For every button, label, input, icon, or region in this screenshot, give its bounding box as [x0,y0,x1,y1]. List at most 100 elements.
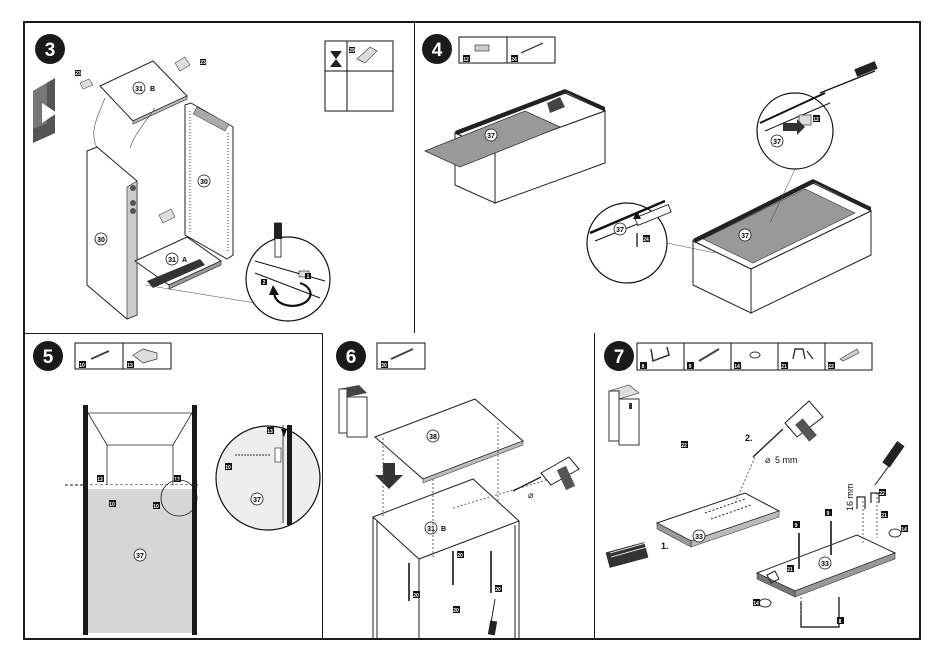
top-panel-38 [375,399,523,479]
svg-text:37: 37 [773,139,781,146]
svg-text:37: 37 [136,553,144,560]
svg-text:20: 20 [381,363,387,369]
cabinet-carcass: 31 B [373,479,519,638]
assembly-time-box: 29 [325,41,393,111]
svg-text:10: 10 [109,502,115,508]
drawer-box-right: 37 [693,179,871,313]
screwdriver-icon [875,441,905,485]
dowel-icon [80,79,93,89]
svg-text:37: 37 [253,497,261,504]
cabinet-front-view: 13 13 10 10 37 [65,405,200,635]
svg-text:⌀: ⌀ [765,455,771,465]
step-4-panel: 4 12 24 37 [415,23,919,333]
svg-text:38: 38 [429,434,437,441]
sanding-block-icon [606,539,649,568]
svg-text:24: 24 [643,237,649,243]
svg-text:23: 23 [75,71,81,77]
svg-text:37: 37 [487,133,495,140]
cabinet-thumbnail-icon [339,385,367,437]
svg-text:8: 8 [642,364,645,370]
svg-text:5 mm: 5 mm [775,455,798,465]
step-4-illustration: 4 12 24 37 [415,23,919,333]
door-panel-33-left: 33 [657,493,779,547]
parts-box: 12 24 [459,37,555,63]
svg-text:37: 37 [741,233,749,240]
step-number: 3 [45,40,56,61]
svg-text:20: 20 [453,608,459,614]
screwdriver-icon [488,599,497,635]
svg-text:9: 9 [827,511,830,517]
cabinet-thumbnail-icon [609,385,639,445]
screwdriver-icon [820,71,875,93]
drill-icon [753,401,823,457]
parts-box: 10 13 [75,343,171,369]
zoom-detail-nail: 37 24 [587,201,671,283]
svg-text:31: 31 [427,526,435,533]
zoom-detail-cam: 12 37 [757,61,878,169]
svg-text:10: 10 [79,363,85,369]
svg-text:33: 33 [821,561,829,568]
svg-text:31: 31 [135,86,143,93]
step-6-panel: 6 20 38 31 B [323,333,595,638]
svg-text:21: 21 [781,364,787,370]
step-number: 7 [614,347,625,368]
svg-text:22: 22 [828,364,834,370]
svg-text:20: 20 [413,593,419,599]
step-3-panel: 3 29 31 B 23 23 [25,23,415,333]
svg-text:14: 14 [901,527,907,533]
svg-text:12: 12 [463,57,469,63]
step-3-illustration: 3 29 31 B 23 23 [25,23,415,333]
svg-text:21: 21 [881,513,887,519]
step-5-illustration: 5 10 13 13 13 10 [25,333,323,638]
svg-text:2.: 2. [745,433,753,443]
drill-icon: ⌀ [513,457,579,500]
svg-text:B: B [150,86,155,93]
svg-text:13: 13 [127,363,133,369]
svg-text:30: 30 [200,179,208,186]
svg-text:37: 37 [616,227,624,234]
svg-text:30: 30 [97,237,105,244]
svg-text:A: A [182,257,187,264]
svg-text:31: 31 [168,257,176,264]
svg-text:10: 10 [153,504,159,510]
svg-text:⌀: ⌀ [528,490,534,500]
svg-text:1.: 1. [661,541,669,551]
svg-text:13: 13 [97,477,103,483]
hinge-detail: 16 mm 22 21 [845,483,888,543]
svg-text:24: 24 [511,57,517,63]
step-number: 5 [43,347,54,368]
step-7-illustration: 7 8 9 14 21 22 [595,333,919,638]
svg-text:9: 9 [689,364,692,370]
svg-text:10: 10 [225,465,231,471]
down-arrow-icon [375,463,403,489]
parts-box: 20 [377,343,425,369]
svg-text:33: 33 [695,534,703,541]
svg-text:13: 13 [267,429,273,435]
svg-text:B: B [441,526,446,533]
door-panel-33-right: 33 [757,535,895,597]
svg-text:8: 8 [839,619,842,625]
svg-text:23: 23 [200,60,206,66]
step-number: 4 [432,40,443,61]
step-6-illustration: 6 20 38 31 B [323,333,595,638]
svg-text:20: 20 [495,587,501,593]
step-number: 6 [346,347,357,368]
parts-box: 8 9 14 21 22 [637,343,872,370]
foot-pad-icon [750,352,760,358]
step-5-panel: 5 10 13 13 13 10 [25,333,323,638]
svg-text:22: 22 [681,443,687,449]
svg-text:20: 20 [457,553,463,559]
svg-text:9: 9 [795,523,798,529]
svg-text:22: 22 [879,491,885,497]
svg-text:14: 14 [734,364,740,370]
svg-text:12: 12 [813,117,819,123]
two-person-icon [33,78,57,143]
drawer-box-left: 37 [425,89,605,203]
zoom-detail-circle: 13 10 37 [216,425,320,530]
zoom-detail-circle: 1 2 [246,223,330,321]
svg-text:14: 14 [753,601,759,607]
svg-text:1: 1 [307,274,310,280]
svg-text:2: 2 [263,280,266,286]
svg-text:29: 29 [349,48,355,54]
cam-lock-icon [475,45,489,51]
